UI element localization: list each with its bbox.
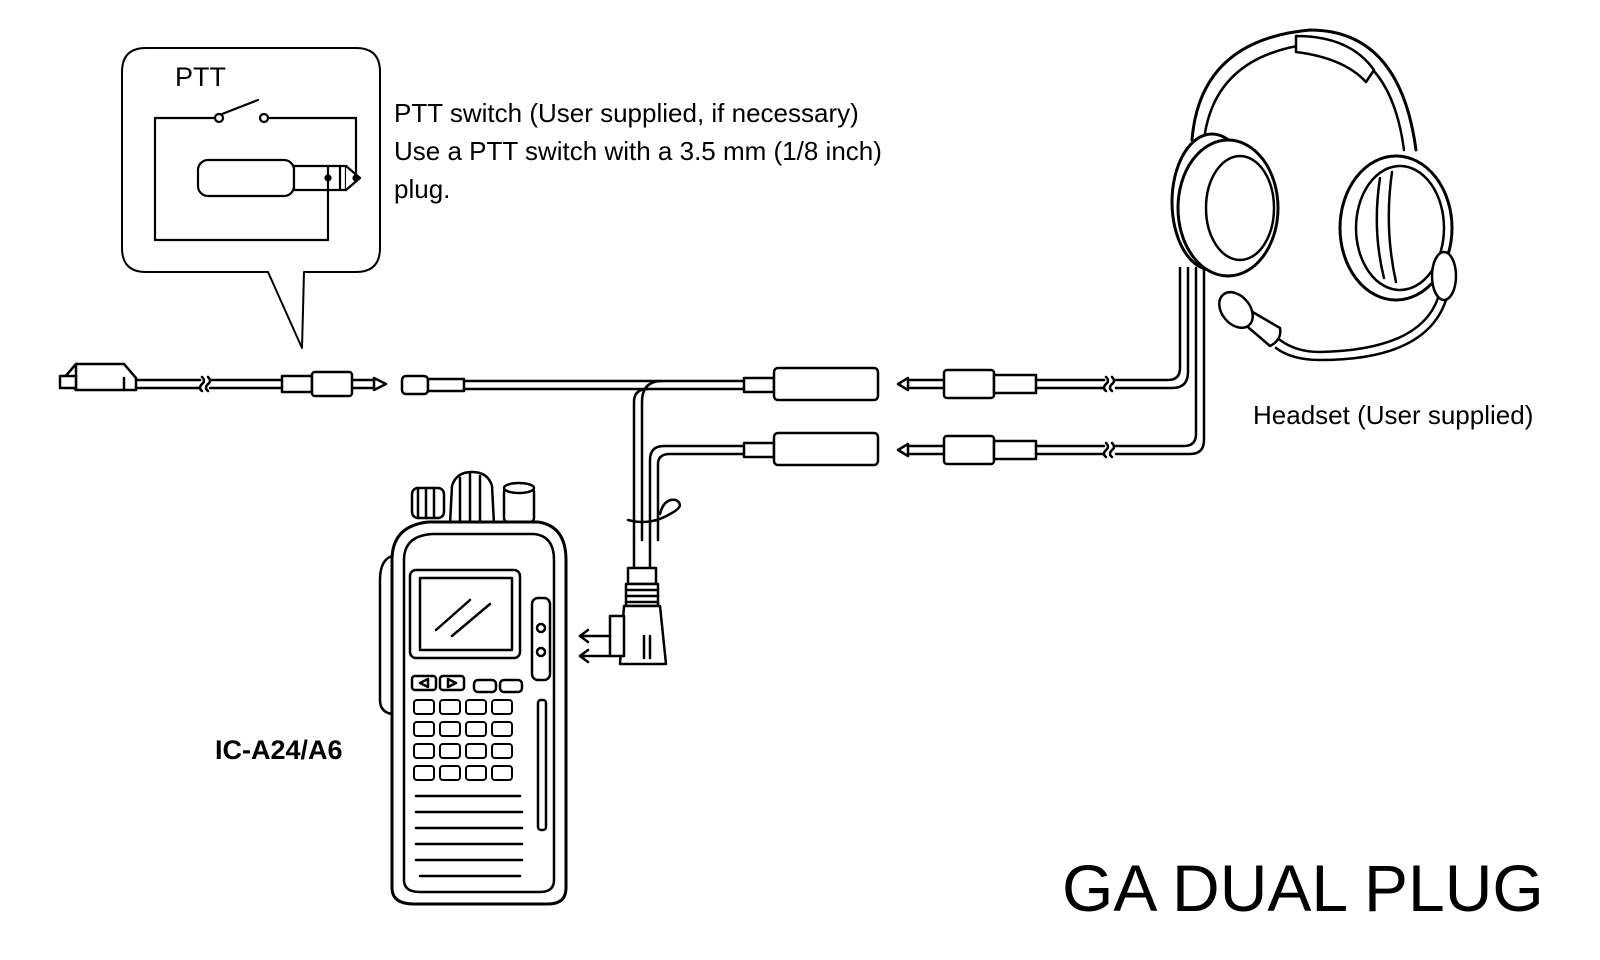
plug-icon — [896, 266, 1190, 400]
jack-icon — [772, 366, 880, 402]
ptt-cable — [58, 362, 388, 398]
upper-cable — [400, 366, 880, 402]
ptt-title: PTT — [175, 62, 226, 92]
product-title: GA DUAL PLUG — [1062, 851, 1544, 925]
handheld-radio-icon — [378, 470, 568, 906]
jack-icon — [400, 374, 430, 396]
radio-connector — [578, 566, 668, 666]
headset-plugs — [896, 266, 1206, 466]
arrow-icon — [578, 628, 612, 664]
lower-cable — [626, 379, 880, 572]
ptt-note: PTT switch (User supplied, if necessary)… — [394, 94, 882, 208]
ptt-note-line: Use a PTT switch with a 3.5 mm (1/8 inch… — [394, 136, 882, 166]
ptt-callout — [121, 47, 381, 349]
ptt-note-line: plug. — [394, 174, 451, 204]
radio-model-label: IC-A24/A6 — [215, 735, 343, 765]
plug-icon — [896, 266, 1206, 466]
ptt-note-line: PTT switch (User supplied, if necessary) — [394, 98, 859, 128]
headset-label: Headset (User supplied) — [1253, 400, 1534, 430]
headset-icon — [1170, 28, 1458, 362]
ptt-switch-icon — [153, 98, 362, 242]
jack-icon — [772, 431, 880, 467]
